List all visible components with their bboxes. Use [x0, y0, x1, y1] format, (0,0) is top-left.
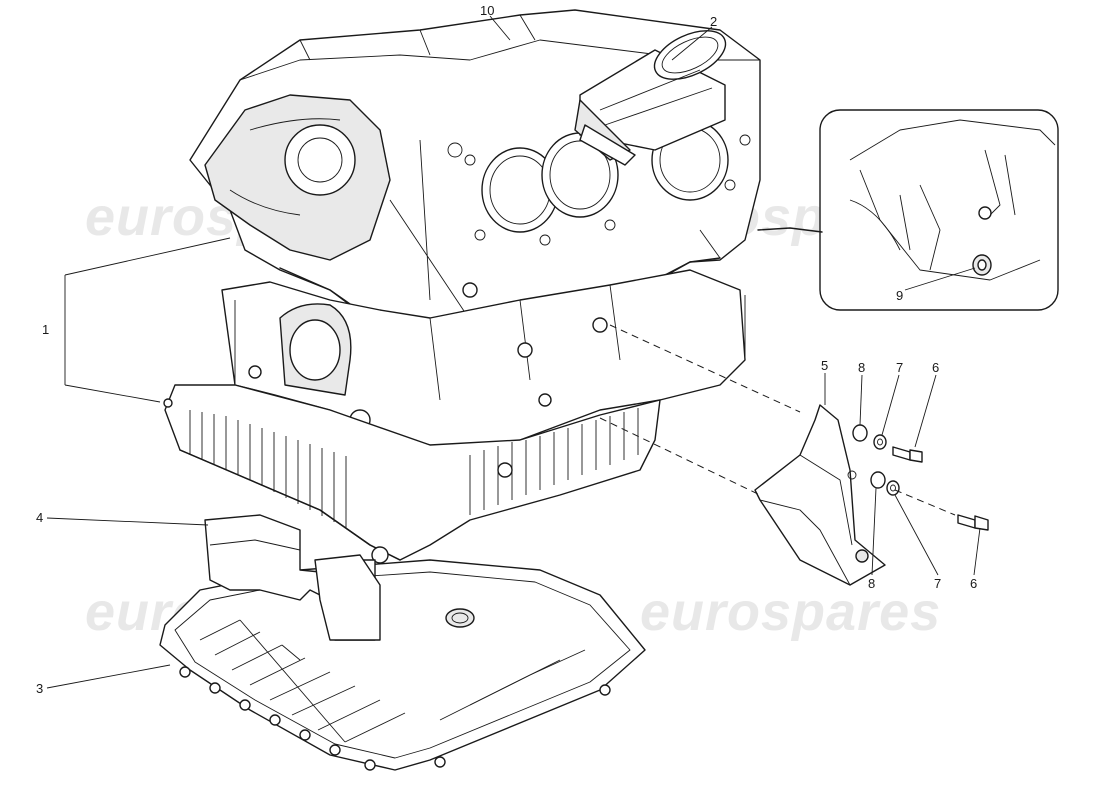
detail-inset [757, 109, 1059, 311]
oil-pan [159, 559, 646, 771]
lock-washer-lower [870, 471, 886, 489]
callout-6-bottom: 6 [970, 576, 977, 591]
mounting-bracket [754, 404, 886, 586]
callout-numbers: 1 10 2 4 3 5 8 7 6 9 8 7 6 [36, 3, 977, 696]
deck-bolt-holes [447, 134, 751, 246]
leader-lines [46, 15, 981, 689]
sump-fins [189, 408, 639, 528]
lower-crankcase [221, 269, 746, 456]
watermark-bottom-right: eurospares [640, 582, 941, 642]
flat-washer-lower [886, 480, 900, 496]
bolt-lower [957, 514, 976, 529]
assembly-lines [599, 324, 956, 516]
callout-3: 3 [36, 681, 43, 696]
callout-6-top: 6 [932, 360, 939, 375]
callout-8-bottom: 8 [868, 576, 875, 591]
oil-pan-baffles [199, 619, 586, 743]
oil-pan-bolt-bumps [179, 666, 611, 771]
fasteners [852, 424, 989, 531]
callout-9: 9 [896, 288, 903, 303]
callout-2: 2 [710, 14, 717, 29]
callout-8-top: 8 [858, 360, 865, 375]
finned-sump [163, 384, 661, 564]
bolt-upper [892, 446, 911, 461]
cylinder-liner [574, 30, 727, 166]
callout-5: 5 [821, 358, 828, 373]
flat-washer-upper [873, 434, 887, 450]
callout-1: 1 [42, 322, 49, 337]
callout-10: 10 [480, 3, 494, 18]
lock-washer-upper [852, 424, 868, 442]
callout-4: 4 [36, 510, 43, 525]
baffle-plate [204, 514, 381, 641]
callout-7-bottom: 7 [934, 576, 941, 591]
callout-7-top: 7 [896, 360, 903, 375]
